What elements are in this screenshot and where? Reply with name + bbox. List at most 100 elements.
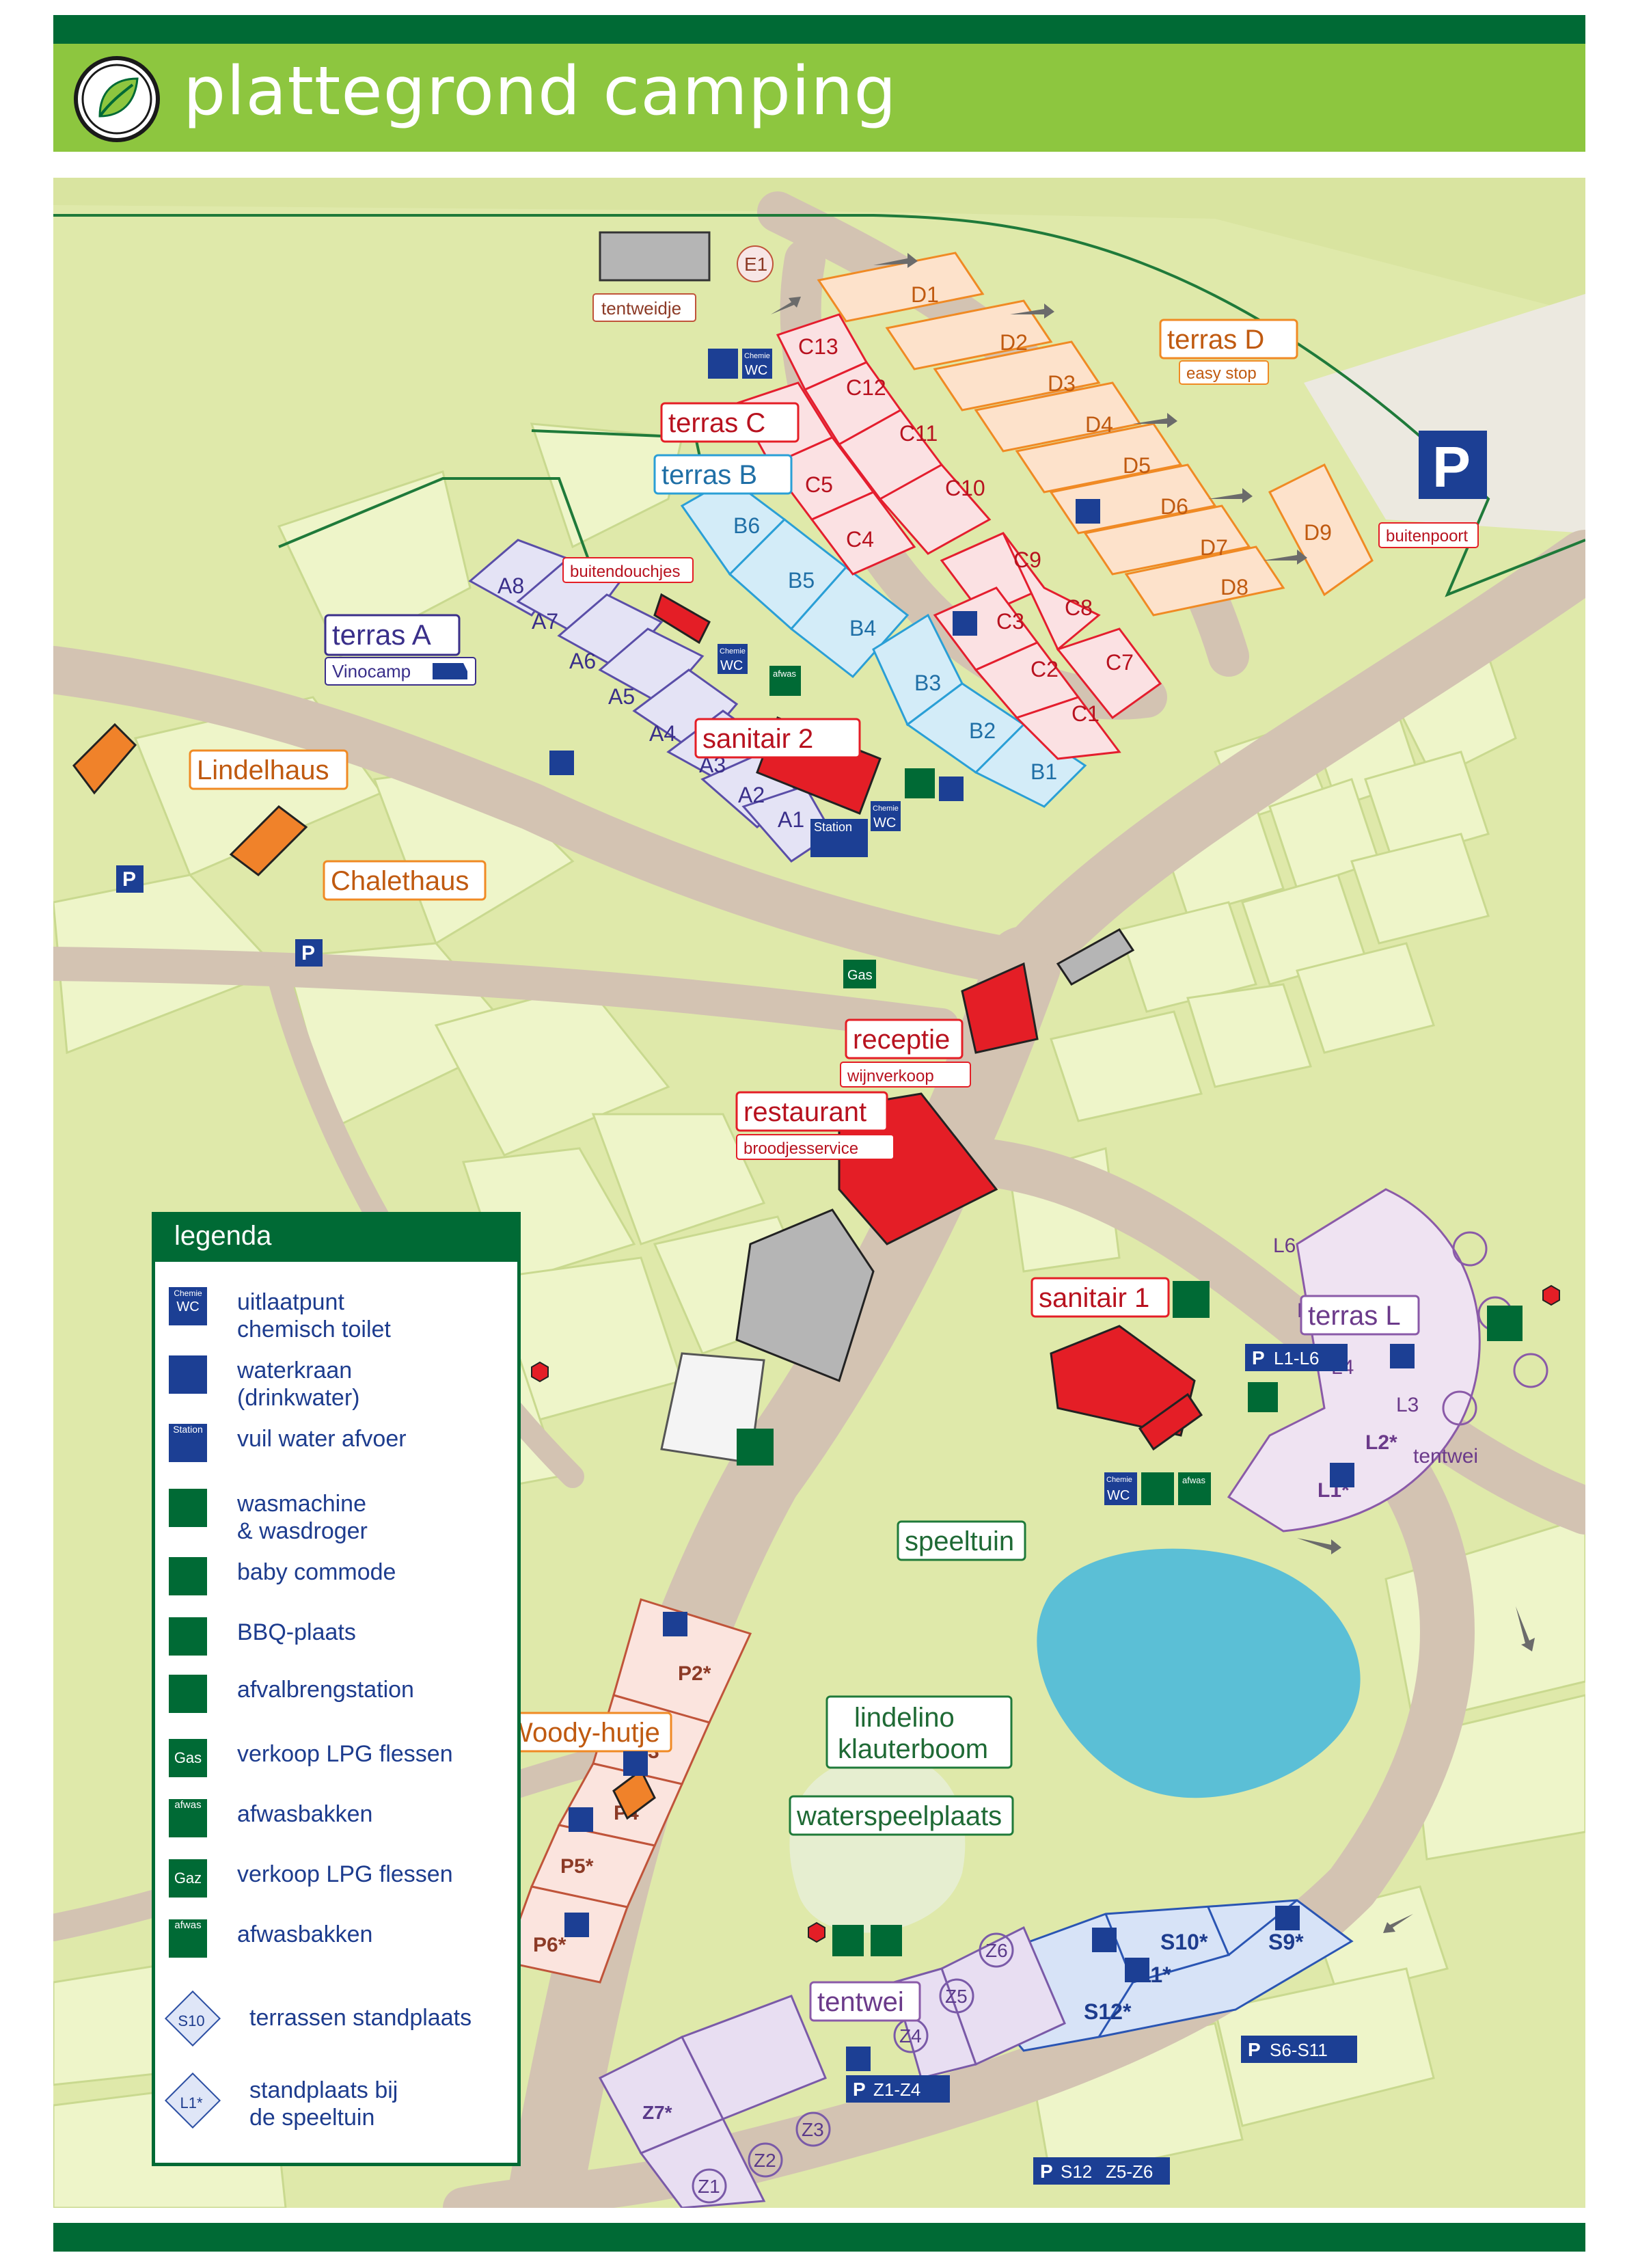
terras-b-pitches xyxy=(680,477,1087,808)
water-tap-icon xyxy=(623,1751,648,1776)
legend-line: afvalbrengstation xyxy=(237,1677,414,1703)
camper-icon xyxy=(433,663,467,679)
baby-changing-icon xyxy=(1173,1281,1210,1318)
pitch-l6: L6 xyxy=(1273,1234,1296,1257)
label-receptie: receptie xyxy=(853,1025,950,1055)
legend-item: wasmachine& wasdroger xyxy=(169,1489,510,1544)
water-tap-icon xyxy=(953,611,977,636)
chemie-text: Chemie xyxy=(744,352,770,360)
chemie-wc-icon xyxy=(742,349,772,379)
legend-item: afwas afwasbakken xyxy=(169,1919,510,1960)
lindelhaus-building xyxy=(72,723,137,795)
service-icons: Chemie WC Chemie WC afwas Chemie WC Stat… xyxy=(116,349,1523,2185)
pitch-d7: D7 xyxy=(1200,535,1228,560)
pitch-z2: Z2 xyxy=(754,2150,776,2171)
pitch-z3: Z3 xyxy=(802,2119,824,2140)
grey-building-large xyxy=(735,1209,875,1382)
chemie-wc-icon xyxy=(871,801,901,831)
buitendouchjes-building xyxy=(653,593,711,645)
legend-line: BBQ-plaats xyxy=(237,1619,356,1645)
bbq-icon xyxy=(169,1617,207,1656)
legend-item: Gaz verkoop LPG flessen xyxy=(169,1859,510,1900)
washing-machine-icon xyxy=(1141,1472,1174,1505)
pitch-a8: A8 xyxy=(497,573,524,598)
parking-z-sign xyxy=(846,2075,950,2103)
diamond-s10-text: S10 xyxy=(178,2012,205,2029)
gas-icon xyxy=(843,960,876,988)
legend-line: baby commode xyxy=(237,1559,396,1585)
legend-text: BBQ-plaats xyxy=(237,1619,356,1646)
legend-line: verkoop LPG flessen xyxy=(237,1741,453,1767)
camping-map: A8 A7 A6 A5 A4 A3 A2 A1 B6 B5 B4 B3 B2 B… xyxy=(53,178,1585,2208)
label-terras-b: terras B xyxy=(661,460,757,490)
pitch-s10: S10* xyxy=(1160,1930,1208,1954)
parking-big-sign xyxy=(1419,431,1487,499)
parking-field xyxy=(1304,294,1585,533)
afwas-text: afwas xyxy=(174,1919,202,1931)
header-top-stripe xyxy=(53,15,1585,44)
hex-markers xyxy=(531,1284,1560,1943)
label-terras-d: terras D xyxy=(1167,325,1264,355)
afwas-text: afwas xyxy=(174,1799,202,1811)
diamond-l1-text: L1* xyxy=(180,2094,203,2111)
pitch-p5: P5* xyxy=(560,1855,594,1878)
parking-sign xyxy=(116,865,144,893)
pitch-d6: D6 xyxy=(1160,494,1188,519)
water-tap-icon xyxy=(1275,1906,1300,1930)
legend-text: verkoop LPG flessen xyxy=(237,1861,453,1888)
gas-text: Gas xyxy=(847,968,873,983)
header-bar: plattegrond camping xyxy=(53,15,1585,152)
pitch-e1: E1 xyxy=(744,254,767,275)
water-tap-icon xyxy=(939,777,964,801)
legend-text: waterkraan(drinkwater) xyxy=(237,1357,359,1412)
legend-line: waterkraan xyxy=(237,1358,353,1383)
legend-item: Gas verkoop LPG flessen xyxy=(169,1739,510,1780)
pitch-b3: B3 xyxy=(914,671,941,695)
footer-bar xyxy=(53,2223,1585,2252)
pitch-c4: C4 xyxy=(846,527,874,552)
grey-building-small xyxy=(1056,928,1135,986)
wc-text: WC xyxy=(720,658,743,673)
pitch-d5: D5 xyxy=(1123,453,1151,478)
pitch-a2: A2 xyxy=(738,783,765,807)
terras-a-pitches xyxy=(468,539,834,863)
pitch-b1: B1 xyxy=(1030,759,1057,784)
label-wijnverkoop: wijnverkoop xyxy=(847,1067,934,1085)
chemie-wc-icon xyxy=(718,644,748,674)
pitch-z7: Z7* xyxy=(642,2102,672,2123)
waste-icon xyxy=(169,1675,207,1713)
label-lindelino: lindelino xyxy=(854,1703,955,1733)
pitch-d1: D1 xyxy=(911,282,939,307)
pitch-b2: B2 xyxy=(969,718,996,743)
bbq-icon xyxy=(832,1925,864,1956)
afwas-icon xyxy=(1178,1472,1211,1505)
water-tap-icon xyxy=(569,1807,593,1832)
label-waterspeelplaats: waterspeelplaats xyxy=(796,1801,1002,1831)
legend-text: vuil water afvoer xyxy=(237,1425,407,1453)
pitch-p2: P2* xyxy=(678,1662,711,1685)
receptie-building xyxy=(961,962,1039,1054)
station-icon: Station xyxy=(169,1424,207,1462)
chemie-text: Chemie xyxy=(1106,1476,1132,1484)
chemie-text: Chemie xyxy=(174,1288,202,1298)
pitch-b6: B6 xyxy=(733,513,760,538)
gaz-icon: Gaz xyxy=(169,1859,207,1898)
parking-sign xyxy=(295,939,323,967)
pitch-c9: C9 xyxy=(1013,548,1041,572)
water-tap-icon xyxy=(1390,1344,1415,1368)
parking-z56-text: Z5-Z6 xyxy=(1106,2161,1153,2182)
pitch-d4: D4 xyxy=(1085,412,1113,437)
afwas-icon: afwas xyxy=(169,1799,207,1837)
parking-s12-sign xyxy=(1033,2157,1170,2185)
label-terras-a: terras A xyxy=(332,619,431,651)
afwas-icon xyxy=(769,666,801,696)
pitch-a1: A1 xyxy=(778,807,804,832)
label-tentwei: tentwei xyxy=(817,1987,904,2017)
station-text: Station xyxy=(814,820,852,834)
terras-c-pitches xyxy=(735,313,1162,760)
bbq-icon xyxy=(871,1925,902,1956)
pitch-s12: S12* xyxy=(1084,1999,1132,2024)
